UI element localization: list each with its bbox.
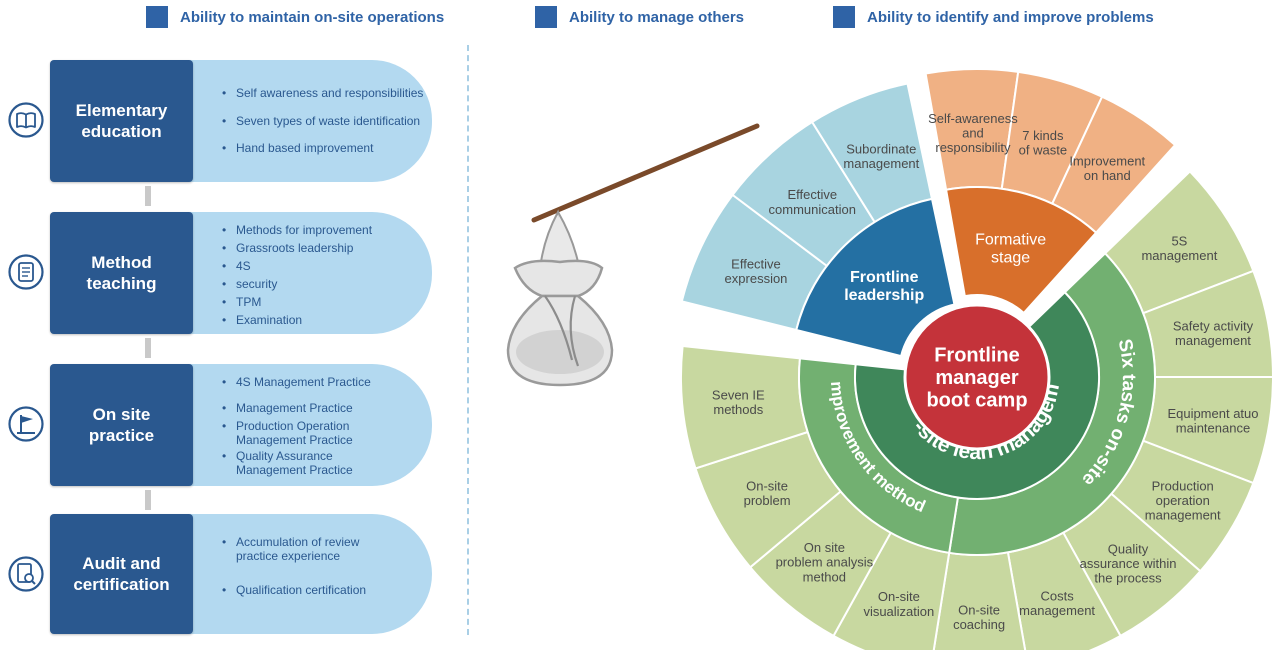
stage-item-list: Accumulation of review practice experien… (222, 535, 396, 597)
list-item: Seven types of waste identification (222, 114, 423, 128)
legend-swatch (146, 6, 168, 28)
list-item: Accumulation of review practice experien… (222, 535, 396, 563)
document-search-icon (8, 556, 44, 592)
list-item: Qualification certification (222, 583, 396, 597)
stage-connector (145, 338, 151, 358)
stage-item-list: Self awareness and responsibilities Seve… (222, 86, 423, 155)
list-item: Grassroots leadership (222, 239, 372, 257)
legend-swatch (535, 6, 557, 28)
legend-item-operations: Ability to maintain on-site operations (146, 6, 444, 28)
legend-label: Ability to manage others (569, 8, 745, 26)
list-item: security (222, 275, 372, 293)
list-item: Management Practice (222, 401, 386, 415)
list-item: 4S Management Practice (222, 375, 386, 389)
leadership-segment (795, 197, 956, 358)
legend-swatch (833, 6, 855, 28)
flag-icon (8, 406, 44, 442)
stage-item-list: 4S Management Practice Management Practi… (222, 375, 386, 477)
list-item: 4S (222, 257, 372, 275)
center-circle (903, 303, 1051, 451)
stage-connector (145, 490, 151, 510)
stage-item-list: Methods for improvement Grassroots leade… (222, 221, 372, 329)
list-item: Hand based improvement (222, 141, 423, 155)
list-item: Production Operation Management Practice (222, 419, 386, 447)
list-item: Methods for improvement (222, 221, 372, 239)
scroll-icon (8, 254, 44, 290)
stick-line (531, 123, 760, 223)
bundle-stick-icon (506, 123, 760, 387)
list-item: TPM (222, 293, 372, 311)
book-icon (8, 102, 44, 138)
list-item: Self awareness and responsibilities (222, 86, 423, 100)
list-item: Examination (222, 311, 372, 329)
list-item: Quality Assurance Management Practice (222, 449, 386, 477)
formative-segment (944, 186, 1098, 315)
legend-label: Ability to maintain on-site operations (180, 8, 445, 26)
legend-label: Ability to identify and improve problems (867, 8, 1154, 26)
section-divider (467, 45, 469, 635)
stage-connector (145, 186, 151, 206)
legend-item-improve-problems: Ability to identify and improve problems (833, 6, 1154, 28)
legend-item-manage-others: Ability to manage others (535, 6, 744, 28)
stage-items-panel (180, 514, 432, 634)
